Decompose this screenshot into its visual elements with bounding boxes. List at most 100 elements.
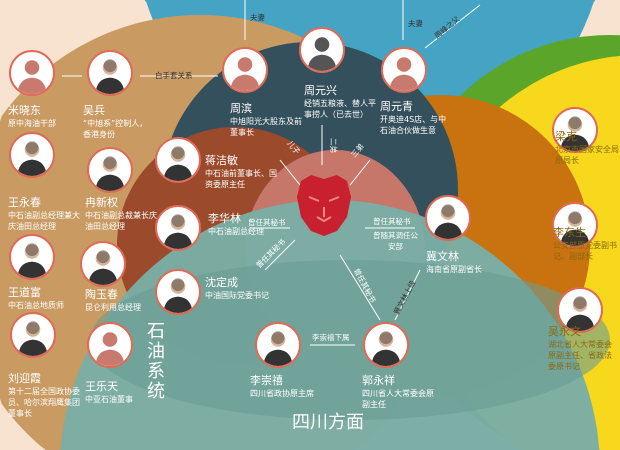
person-desc: 四川省政协原主席: [250, 389, 314, 398]
person-avatar: [425, 195, 471, 241]
person-desc: 中石油副总经理: [208, 227, 264, 236]
person-photo-icon: [95, 59, 125, 94]
person-desc: 经销五粮液、替人平事捞人（已去世）: [304, 99, 376, 119]
person-name: 王永春: [8, 196, 41, 209]
person-desc: 中石油前董事长、国资委原主任: [205, 169, 277, 189]
relation-glove: 白手套关系: [155, 71, 193, 80]
person-avatar: [552, 107, 598, 153]
person-name: 蒋洁敏: [205, 154, 238, 167]
person-name: 李崇禧: [250, 374, 283, 387]
person-desc: 第十二届全国政协委员、哈尔滨翔鹰集团董事长: [8, 387, 80, 418]
person-desc: 昆仑利用总经理: [85, 303, 141, 312]
person-name: 李华林: [208, 212, 241, 225]
person-label: 冀文林海南省原副省长: [426, 250, 498, 275]
person-avatar: [255, 322, 301, 368]
person-label: 沈定成中油国际党委书记: [205, 276, 277, 301]
person-name: 陶玉春: [85, 288, 118, 301]
person-label: 吴兵 “中旭系”控制人，香港身份: [83, 104, 155, 140]
person-label: 王永春中石油副总经理兼大庆油田总经理: [8, 196, 80, 232]
person-avatar: [155, 137, 201, 183]
person-desc: 开奥迪4S店、与中石油合伙做生意: [380, 115, 447, 135]
person-label: 周滨中旭阳光大股东及前董事长: [230, 102, 302, 138]
person-name: 刘迎霞: [8, 372, 41, 385]
person-avatar: [155, 205, 201, 251]
section-sichuan: 四川方面: [292, 412, 364, 433]
person-name: 王道富: [8, 286, 41, 299]
person-avatar: [155, 269, 201, 315]
person-desc: “中旭系”控制人，香港身份: [83, 119, 148, 139]
person-photo-icon: [560, 211, 590, 246]
person-label: 王乐天中亚石油董事: [85, 380, 157, 405]
person-name: 王乐天: [85, 380, 118, 393]
person-avatar: [363, 322, 409, 368]
person-desc: 中石油总地质师: [8, 301, 64, 310]
person-label: 周元青开奥迪4S店、与中石油合伙做生意: [380, 100, 452, 136]
person-label: 米晓东原中海油干部: [8, 104, 80, 129]
person-avatar: [10, 312, 56, 358]
person-label: 梁克北京市国家安全局原局长: [555, 130, 619, 166]
person-name: 周元青: [380, 100, 413, 113]
person-label: 冉新权中石油副总裁兼长庆油田总经理: [85, 196, 157, 232]
person-silhouette-icon: [307, 37, 337, 71]
person-avatar: [9, 50, 55, 96]
person-name: 梁克: [555, 130, 577, 143]
person-label: 陶玉春昆仑利用总经理: [85, 288, 157, 313]
person-desc: 四川省人大常委会原副主任: [362, 389, 434, 409]
person-avatar: [299, 27, 345, 73]
person-desc: 北京市国家安全局原局长: [555, 145, 619, 165]
person-silhouette-icon: [17, 60, 47, 94]
person-label: 蒋洁敏中石油前董事长、国资委原主任: [205, 154, 277, 190]
person-name: 沈定成: [205, 276, 238, 289]
person-avatar: [87, 147, 133, 193]
relation-secretary-left: 曾任其秘书: [248, 218, 286, 227]
person-avatar: [557, 287, 603, 333]
person-photo-icon: [433, 204, 463, 239]
person-name: 吴永文: [548, 325, 581, 338]
person-photo-icon: [163, 278, 193, 313]
person-label: 刘迎霞第十二届全国政协委员、哈尔滨翔鹰集团董事长: [8, 372, 80, 419]
person-name: 吴兵: [83, 104, 105, 117]
person-name: 米晓东: [8, 104, 41, 117]
person-name: 冀文林: [426, 250, 459, 263]
person-desc: 中石油副总经理兼大庆油田总经理: [8, 211, 80, 231]
person-avatar: [381, 47, 427, 93]
person-desc: 中石油副总裁兼长庆油田总经理: [85, 211, 157, 231]
person-name: 李东生: [553, 226, 586, 239]
person-desc: 公安部原党委副书记、副部长: [553, 241, 617, 261]
person-photo-icon: [371, 331, 401, 366]
person-label: 郭永祥四川省人大常委会原副主任: [362, 374, 434, 410]
person-avatar: [222, 47, 268, 93]
person-name: 冉新权: [85, 196, 118, 209]
person-name: 郭永祥: [362, 374, 395, 387]
relation-transfer: 曾随其调任公安部: [373, 231, 418, 251]
person-photo-icon: [88, 250, 118, 285]
person-photo-icon: [17, 141, 47, 176]
tiger-icon: [293, 173, 355, 241]
relation-secretary-right: 曾任其秘书: [373, 217, 411, 226]
relation-spouse-2: 夫妻: [408, 19, 423, 28]
person-desc: 湖北省人大常委会原副主任、省政法委原书记: [548, 340, 612, 371]
person-avatar: [9, 234, 55, 280]
person-photo-icon: [565, 296, 595, 331]
person-desc: 海南省原副省长: [426, 265, 482, 274]
person-label: 李东生公安部原党委副书记、副部长: [553, 226, 617, 262]
person-photo-icon: [17, 243, 47, 278]
person-name: 周滨: [230, 102, 252, 115]
person-label: 吴永文湖北省人大常委会原副主任、省政法委原书记: [548, 325, 612, 372]
teal-inner-ellipse: [90, 260, 610, 420]
person-avatar: [9, 132, 55, 178]
person-photo-icon: [95, 156, 125, 191]
person-photo-icon: [163, 214, 193, 249]
person-label: 李崇禧四川省政协原主席: [250, 374, 322, 399]
relation-spouse-1: 夫妻: [250, 13, 265, 22]
person-label: 周元兴经销五粮液、替人平事捞人（已去世）: [304, 84, 376, 120]
person-name: 周元兴: [304, 84, 337, 97]
person-photo-icon: [560, 116, 590, 151]
person-avatar: [552, 202, 598, 248]
person-desc: 中油国际党委书记: [205, 291, 269, 300]
person-photo-icon: [163, 146, 193, 181]
person-silhouette-icon: [230, 57, 260, 91]
person-desc: 原中海油干部: [8, 119, 56, 128]
relation-li-subordinate: 李崇禧下属: [312, 333, 350, 342]
person-photo-icon: [263, 331, 293, 366]
